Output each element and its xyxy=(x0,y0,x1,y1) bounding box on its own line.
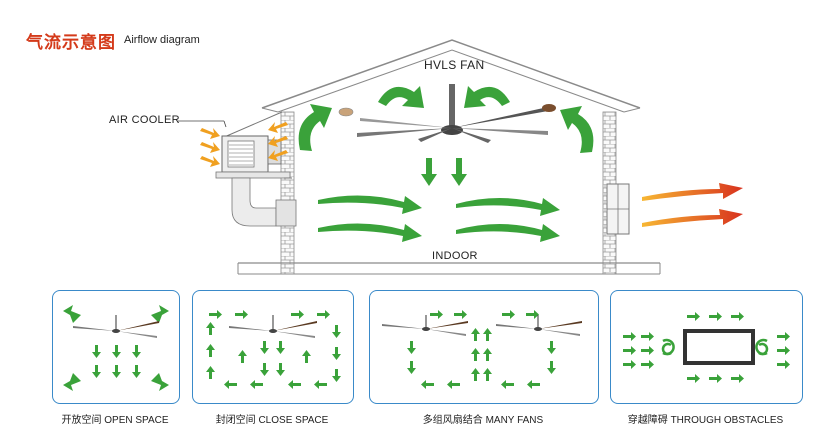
hvls-fan-label: HVLS FAN xyxy=(424,58,485,72)
through-obstacles-illustration xyxy=(623,312,790,383)
panel-close-space xyxy=(192,290,354,404)
panel-many-fans xyxy=(369,290,599,404)
airflow-arrows xyxy=(298,86,594,242)
left-brick-wall xyxy=(280,111,295,275)
building-airflow-illustration xyxy=(200,39,743,275)
cooler-intake-arrows xyxy=(200,122,288,167)
roof-inner xyxy=(277,49,625,113)
indoor-label: INDOOR xyxy=(432,250,478,262)
close-space-illustration xyxy=(206,310,341,389)
panel-through-obstacles xyxy=(610,290,803,404)
hvls-fan-illustration xyxy=(338,84,556,143)
caption-many-fans: 多组风扇结合 MANY FANS xyxy=(422,415,544,426)
panel-open-space xyxy=(52,290,180,404)
roof-outline xyxy=(261,39,641,109)
caption-through-obstacles: 穿越障碍 THROUGH OBSTACLES xyxy=(627,415,784,426)
open-space-illustration xyxy=(63,305,169,391)
many-fans-illustration xyxy=(382,310,582,389)
obstacle-box xyxy=(683,329,755,365)
caption-close-space: 封闭空间 CLOSE SPACE xyxy=(215,415,329,426)
air-cooler-leader-line xyxy=(178,120,227,128)
caption-open-space: 开放空间 OPEN SPACE xyxy=(61,415,169,426)
exhaust-arrows xyxy=(642,183,743,227)
diagram-title-cn: 气流示意图 xyxy=(26,33,116,52)
diagram-title-en: Airflow diagram xyxy=(124,34,200,46)
air-cooler-label: AIR COOLER xyxy=(109,114,180,126)
